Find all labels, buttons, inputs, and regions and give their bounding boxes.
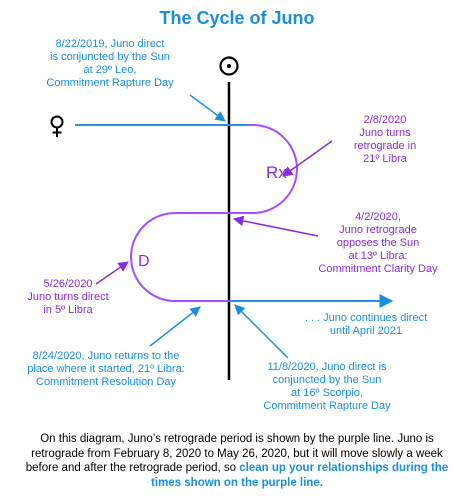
annotation-direct-conjunction-2020: 11/8/2020, Juno direct is conjuncted by … (263, 361, 391, 412)
annotation-line: 21º Libra (363, 153, 408, 165)
annotation-line: Juno turns (359, 127, 411, 139)
annotation-line: 8/24/2020, Juno returns to the (33, 350, 180, 362)
annotation-line: at 16º Scorpio, (291, 387, 363, 399)
arrow-turns-direct (95, 261, 129, 285)
arrow-direct-conjunction-2019 (189, 94, 226, 122)
annotation-line: Commitment Rapture Day (46, 77, 174, 89)
arrow-direct-conjunction-2020 (234, 304, 289, 359)
annotation-line: place where it started, 21º Libra: (27, 363, 185, 375)
caption: On this diagram, Juno’s retrograde perio… (14, 432, 460, 490)
annotation-turns-direct: 5/26/2020 Juno turns direct in 5º Libra (27, 278, 108, 316)
annotation-line: Juno retrograde (339, 224, 417, 236)
annotation-line: Commitment Resolution Day (36, 376, 176, 388)
annotation-returns-start: 8/24/2020, Juno returns to the place whe… (27, 350, 185, 388)
annotation-line: 5/26/2020 (44, 278, 93, 290)
annotation-line: Commitment Rapture Day (263, 400, 391, 412)
svg-text:Rx: Rx (266, 163, 287, 182)
annotation-line: 2/8/2020 (364, 114, 407, 126)
arrow-opposes-sun (232, 215, 319, 237)
caption-text: On this diagram, Juno’s retrograde perio… (25, 433, 443, 474)
annotation-opposes-sun: 4/2/2020, Juno retrograde opposes the Su… (318, 211, 438, 275)
annotation-line: . . . Juno continues direct (305, 312, 427, 324)
annotation-line: conjuncted by the Sun (273, 374, 382, 386)
arrow-turns-retrograde (282, 140, 333, 177)
retrograde-marker: Rx (266, 163, 287, 182)
annotation-line: at 29º Leo, (84, 64, 137, 76)
caption-highlight: clean up your relationships during the t… (151, 462, 449, 489)
venus-symbol-icon (50, 115, 64, 137)
annotation-direct-conjunction-2019: 8/22/2019, Juno direct is conjuncted by … (46, 38, 174, 89)
annotation-line: at 13º Libra: (348, 250, 407, 262)
annotation-continues-direct: . . . Juno continues direct until April … (305, 312, 427, 337)
diagram-title: The Cycle of Juno (159, 8, 315, 28)
annotation-line: until April 2021 (330, 325, 402, 337)
annotation-line: opposes the Sun (337, 237, 420, 249)
annotation-line: retrograde in (354, 140, 416, 152)
annotation-line: Commitment Clarity Day (318, 263, 438, 275)
direct-marker: D (138, 253, 150, 270)
annotation-line: in 5º Libra (43, 304, 93, 316)
annotation-line: 11/8/2020, Juno direct is (267, 361, 387, 373)
annotation-line: 8/22/2019, Juno direct (56, 38, 165, 50)
annotation-line: Juno turns direct (27, 291, 108, 303)
annotation-line: is conjuncted by the Sun (50, 51, 170, 63)
annotation-turns-retrograde: 2/8/2020 Juno turns retrograde in 21º Li… (354, 114, 416, 165)
arrow-returns-start (149, 306, 201, 347)
sun-symbol-icon (219, 56, 239, 76)
juno-path-retrograde (130, 124, 298, 302)
annotation-line: 4/2/2020, (355, 211, 401, 223)
